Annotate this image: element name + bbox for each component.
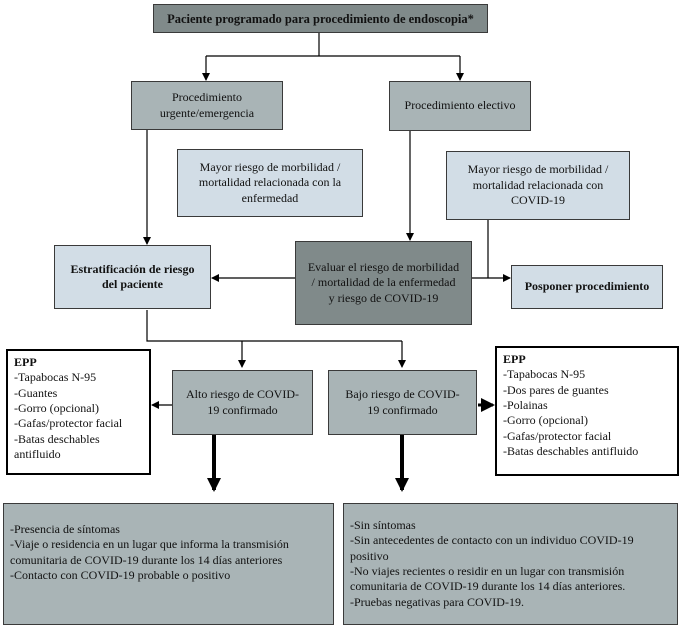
epp-right-item: -Tapabocas N-95 — [503, 367, 586, 382]
criteria-low-item: -Pruebas negativas para COVID-19. — [350, 594, 524, 609]
epp-left-title: EPP — [14, 355, 37, 369]
epp-right-item: -Batas deschables antifluido — [503, 444, 639, 459]
node-risk-covid-line-1: Mayor riesgo de morbilidad / — [467, 162, 609, 177]
epp-left-item: antifluido — [14, 447, 61, 462]
node-risk-stratification: Estratificación de riesgo del paciente — [54, 245, 211, 309]
node-scheduled-patient: Paciente programado para procedimiento d… — [153, 4, 488, 33]
node-high-risk-line-1: Alto riesgo de COVID- — [186, 387, 299, 402]
node-evaluate-line-2: / mortalidad de la enfermedad — [311, 275, 456, 290]
epp-right-item: -Gafas/protector facial — [503, 428, 612, 443]
epp-left-item: -Tapabocas N-95 — [14, 370, 97, 385]
node-evaluate-risk: Evaluar el riesgo de morbilidad / mortal… — [295, 241, 472, 325]
criteria-low-item: comunitaria de COVID-19 durante los 14 d… — [350, 579, 626, 594]
node-low-risk-line-2: 19 confirmado — [367, 402, 438, 417]
node-risk-disease-line-2: mortalidad relacionada con la — [198, 175, 342, 190]
criteria-high-risk: -Presencia de síntomas -Viaje o residenc… — [3, 503, 334, 625]
epp-box-low-risk: EPP -Tapabocas N-95 -Dos pares de guante… — [495, 346, 679, 476]
node-elective-label: Procedimiento electivo — [404, 98, 516, 113]
node-evaluate-line-1: Evaluar el riesgo de morbilidad — [307, 259, 460, 274]
epp-box-high-risk: EPP -Tapabocas N-95 -Guantes -Gorro (opc… — [6, 349, 151, 475]
node-scheduled-patient-label: Paciente programado para procedimiento d… — [167, 11, 474, 26]
node-stratify-line-1: Estratificación de riesgo — [70, 261, 195, 276]
criteria-low-risk: -Sin síntomas -Sin antecedentes de conta… — [343, 503, 678, 625]
criteria-low-item: -Sin síntomas — [350, 518, 416, 532]
node-high-risk-covid: Alto riesgo de COVID- 19 confirmado — [172, 370, 313, 435]
criteria-low-item: -Sin antecedentes de contacto con un ind… — [350, 533, 634, 548]
node-low-risk-line-1: Bajo riesgo de COVID- — [345, 387, 460, 402]
node-stratify-line-2: del paciente — [102, 277, 163, 291]
node-risk-disease-line-3: enfermedad — [241, 190, 299, 205]
node-evaluate-line-3: y riesgo de COVID-19 — [328, 290, 439, 305]
node-low-risk-covid: Bajo riesgo de COVID- 19 confirmado — [328, 370, 477, 435]
node-urgent-line-1: Procedimiento — [172, 90, 242, 105]
epp-right-title: EPP — [503, 352, 526, 366]
node-risk-disease: Mayor riesgo de morbilidad / mortalidad … — [177, 149, 363, 217]
node-postpone-label: Posponer procedimiento — [524, 279, 650, 294]
criteria-low-item: -No viajes recientes o residir en un lug… — [350, 564, 625, 579]
criteria-high-item: -Viaje o residencia en un lugar que info… — [10, 537, 289, 552]
epp-right-item: -Dos pares de guantes — [503, 382, 609, 397]
node-risk-covid: Mayor riesgo de morbilidad / mortalidad … — [446, 151, 630, 220]
node-risk-covid-line-2: mortalidad relacionada con — [472, 177, 604, 192]
node-urgent-procedure: Procedimiento urgente/emergencia — [131, 81, 283, 130]
node-risk-covid-line-3: COVID-19 — [511, 193, 565, 208]
epp-right-item: -Gorro (opcional) — [503, 413, 588, 428]
node-risk-disease-line-1: Mayor riesgo de morbilidad / — [199, 159, 341, 174]
criteria-low-item: positivo — [350, 548, 389, 563]
epp-left-item: -Guantes — [14, 385, 58, 400]
epp-left-item: -Batas deschables — [14, 431, 100, 446]
epp-right-item: -Polainas — [503, 398, 548, 413]
node-elective-procedure: Procedimiento electivo — [389, 81, 531, 131]
criteria-high-item: comunitaria de COVID-19 durante los 14 d… — [10, 552, 283, 567]
node-urgent-line-2: urgente/emergencia — [159, 105, 255, 120]
epp-left-item: -Gorro (opcional) — [14, 401, 99, 416]
criteria-high-item: -Presencia de síntomas — [10, 522, 120, 536]
epp-left-item: -Gafas/protector facial — [14, 416, 123, 431]
criteria-high-item: -Contacto con COVID-19 probable o positi… — [10, 568, 231, 583]
node-high-risk-line-2: 19 confirmado — [207, 402, 278, 417]
connector-stratify-split — [146, 310, 402, 342]
node-postpone-procedure: Posponer procedimiento — [511, 265, 663, 309]
